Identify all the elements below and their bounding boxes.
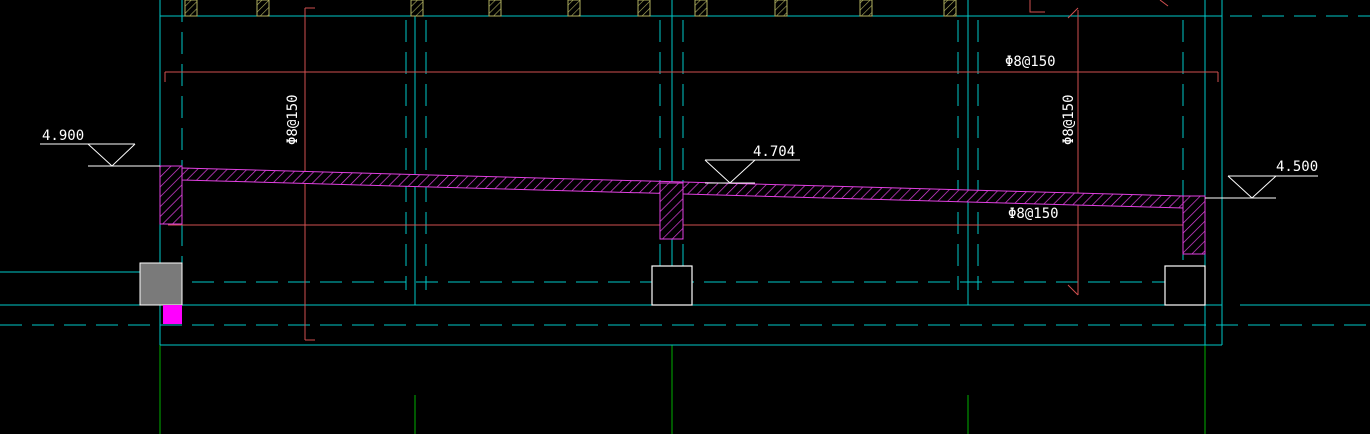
rebar-label-top: Φ8@150	[1005, 54, 1056, 70]
elevation-marker-left	[40, 143, 160, 167]
elevation-left-label: 4.900	[42, 128, 84, 144]
middle-column-base	[651, 265, 693, 306]
elevation-marker-right	[1205, 175, 1318, 199]
right-beam	[1182, 195, 1206, 255]
elevation-right-label: 4.500	[1276, 159, 1318, 175]
left-column-marker	[163, 305, 182, 324]
rebar-lines	[164, 0, 1219, 341]
top-posts	[184, 0, 957, 17]
green-grid-lines	[159, 345, 1206, 434]
middle-beam	[659, 182, 684, 240]
rebar-label-left-vertical: Φ8@150	[285, 94, 301, 145]
elevation-marker-middle	[704, 159, 800, 184]
left-beam	[159, 165, 183, 225]
right-column-base	[1164, 265, 1206, 306]
left-column-base	[139, 262, 183, 306]
rebar-label-bottom: Φ8@150	[1008, 206, 1059, 222]
rebar-label-right-vertical: Φ8@150	[1061, 94, 1077, 145]
elevation-middle-label: 4.704	[753, 144, 795, 160]
